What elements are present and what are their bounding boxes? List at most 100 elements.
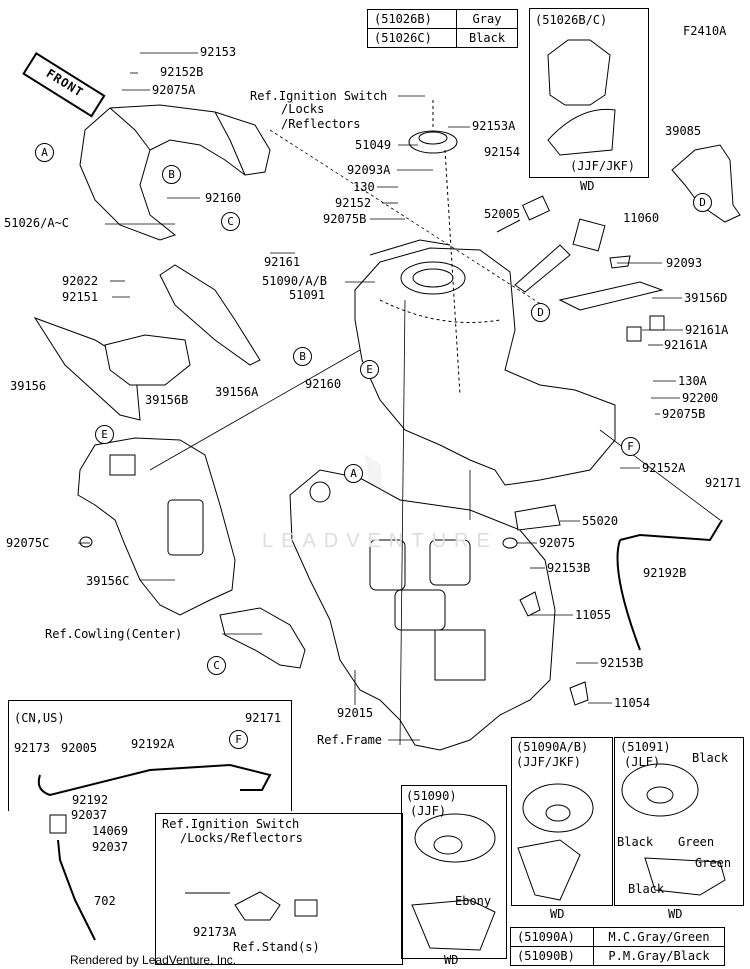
label-92161: 92161 <box>264 255 301 269</box>
leader-lines <box>78 52 721 746</box>
panel-39156a <box>159 264 261 366</box>
callout-f: F <box>621 437 640 456</box>
callout-a: A <box>35 143 54 162</box>
part-55020-shape <box>514 504 561 531</box>
code-cell: (51090A) <box>510 927 594 947</box>
label-92153a: 92153A <box>472 119 516 133</box>
label-92173: 92173 <box>14 741 51 755</box>
inset-51091-black1: Black <box>692 751 729 765</box>
label-39156d: 39156D <box>684 291 728 305</box>
inset-51026bc-wd: WD <box>580 179 595 193</box>
callout-b: B <box>162 165 181 184</box>
label-ref-frame: Ref.Frame <box>317 733 383 747</box>
inset-ignition-line1: Ref.Ignition Switch <box>162 817 300 831</box>
label-92160-mid: 92160 <box>305 377 342 391</box>
label-92093: 92093 <box>666 256 703 270</box>
inset-51091-green1: Green <box>678 835 715 849</box>
callout-e: E <box>360 360 379 379</box>
label-92171-inset: 92171 <box>245 711 282 725</box>
panel-39156b <box>104 334 191 386</box>
label-92075b-top: 92075B <box>323 212 367 226</box>
label-92093a: 92093A <box>347 163 391 177</box>
label-92037-2: 92037 <box>92 840 129 854</box>
label-92160-top: 92160 <box>205 191 242 205</box>
inset-51090-title1: (51090) <box>406 789 457 803</box>
label-92005: 92005 <box>61 741 98 755</box>
label-39156c: 39156C <box>86 574 130 588</box>
callout-f: F <box>229 730 248 749</box>
label-92022: 92022 <box>62 274 99 288</box>
pump-parts <box>496 195 606 293</box>
label-39085: 39085 <box>665 124 702 138</box>
label-92173a: 92173A <box>193 925 237 939</box>
credit-text: Rendered by LeadVenture, Inc. <box>70 953 237 967</box>
label-51090: 51090/A/B <box>262 274 328 288</box>
diagram-code: F2410A <box>683 24 727 38</box>
label-ref-ignition-1: Ref.Ignition Switch <box>250 89 388 103</box>
callout-d: D <box>693 193 712 212</box>
inset-51090-wd: WD <box>444 953 459 967</box>
callout-b: B <box>293 347 312 366</box>
inset-ignition-line2: /Locks/Reflectors <box>180 831 303 845</box>
label-92192a: 92192A <box>131 737 175 751</box>
inset-51026bc-title: (51026B/C) <box>535 13 608 27</box>
label-ref-stand: Ref.Stand(s) <box>233 940 320 954</box>
front-cowl-part <box>79 104 271 241</box>
label-ref-ignition-3: /Reflectors <box>281 117 361 131</box>
label-92171-right: 92171 <box>705 476 742 490</box>
label-92161a-2: 92161A <box>664 338 708 352</box>
label-51091: 51091 <box>289 288 326 302</box>
inset-51026bc-note: (JJF/JKF) <box>570 159 636 173</box>
callout-c: C <box>221 212 240 231</box>
label-51049: 51049 <box>355 138 392 152</box>
code-cell: (51026B) <box>367 9 457 29</box>
inset-51090ab-title1: (51090A/B) <box>516 740 589 754</box>
frame-part <box>289 469 556 751</box>
label-ref-ignition-2: /Locks <box>281 102 325 116</box>
ignition-parts-drawing <box>185 891 318 921</box>
label-130: 130 <box>353 180 375 194</box>
cowling-center-part <box>219 607 306 669</box>
label-92075: 92075 <box>539 536 576 550</box>
label-55020: 55020 <box>582 514 619 528</box>
inset-cnus <box>8 700 292 811</box>
color-table-top: (51026B) Gray (51026C) Black <box>367 9 518 48</box>
inset-51090ab-wd: WD <box>550 907 565 921</box>
table-row: (51090B) P.M.Gray/Black <box>510 946 725 966</box>
label-92200: 92200 <box>682 391 719 405</box>
label-92075a: 92075A <box>152 83 196 97</box>
label-92192: 92192 <box>72 793 109 807</box>
label-92154: 92154 <box>484 145 521 159</box>
inset-51091-title2: (JLF) <box>624 755 661 769</box>
color-cell: P.M.Gray/Black <box>593 946 725 966</box>
color-cell: Black <box>456 28 518 48</box>
label-92152b: 92152B <box>160 65 204 79</box>
label-11060: 11060 <box>623 211 660 225</box>
inset-51090 <box>401 785 507 959</box>
inner-cover-part <box>77 437 236 616</box>
part-39085-shape <box>671 144 741 223</box>
label-39156: 39156 <box>10 379 47 393</box>
label-11054: 11054 <box>614 696 651 710</box>
inset-ignition <box>155 813 403 965</box>
inset-51091-green2: Green <box>695 856 732 870</box>
label-ref-cowling: Ref.Cowling(Center) <box>45 627 183 641</box>
table-row: (51090A) M.C.Gray/Green <box>510 927 725 947</box>
color-cell: Gray <box>456 9 518 29</box>
inset-51090ab <box>511 737 613 906</box>
label-92152: 92152 <box>335 196 372 210</box>
inset-cnus-title: (CN,US) <box>14 711 65 725</box>
label-92192b: 92192B <box>643 566 687 580</box>
inset-51090-ebony: Ebony <box>455 894 492 908</box>
bracket-11055 <box>519 591 541 617</box>
inset-51091-black2: Black <box>617 835 654 849</box>
callout-c: C <box>207 656 226 675</box>
label-92075c: 92075C <box>6 536 50 550</box>
table-row: (51026B) Gray <box>367 9 518 29</box>
callout-d: D <box>531 303 550 322</box>
cnus-hose-drawing <box>37 763 272 941</box>
code-cell: (51026C) <box>367 28 457 48</box>
hose-92192b <box>616 519 723 651</box>
